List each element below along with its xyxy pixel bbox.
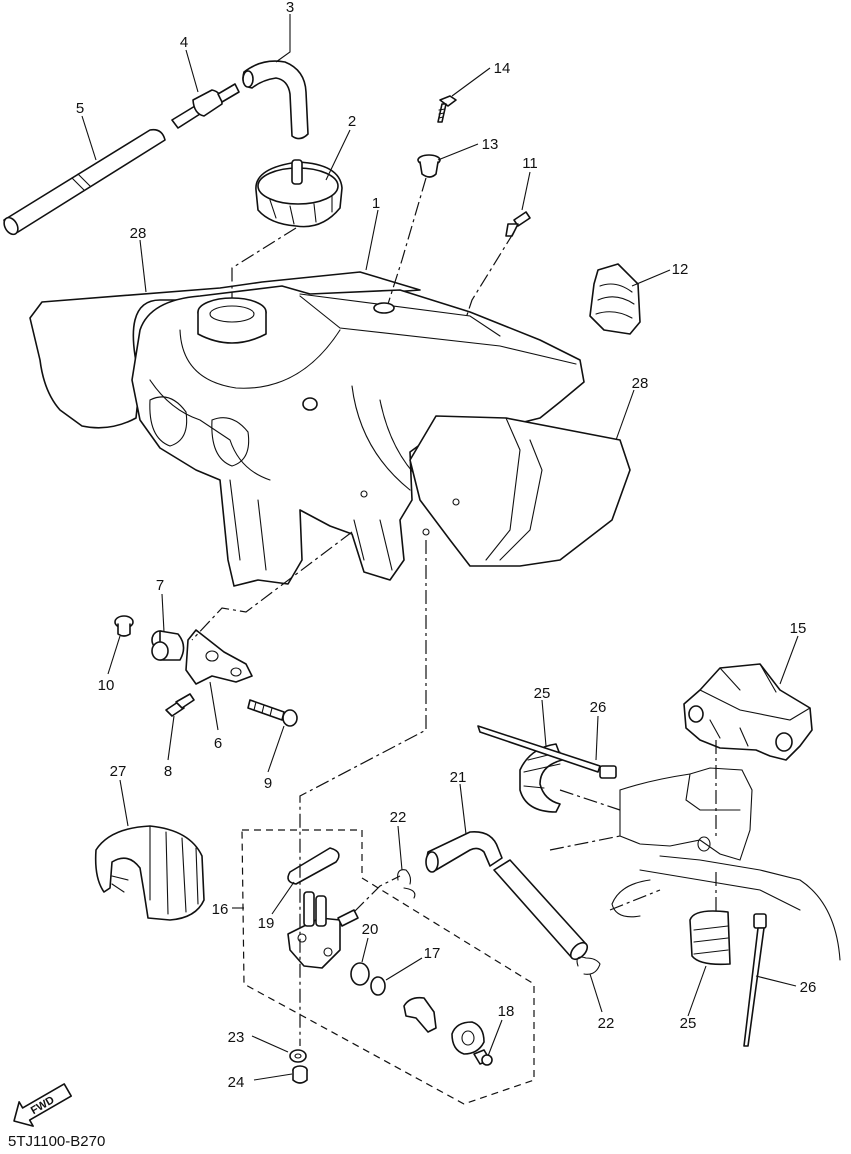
diagram-code: 5TJ1100-B270	[8, 1133, 105, 1150]
callout-16: 16	[212, 901, 229, 918]
callout-19: 19	[258, 915, 275, 932]
callout-26-bottom: 26	[800, 979, 817, 996]
callout-11: 11	[522, 155, 538, 172]
callout-5: 5	[76, 100, 84, 117]
callout-21: 21	[450, 769, 467, 786]
callout-22-upper: 22	[390, 809, 407, 826]
shroud-left-part-28[interactable]	[29, 271, 421, 429]
callout-13: 13	[482, 136, 499, 153]
fitting-part-4[interactable]	[171, 83, 240, 129]
cable-tie-part-26-bottom[interactable]	[743, 913, 767, 1047]
callout-9: 9	[264, 775, 272, 792]
shroud-right-part-28[interactable]	[409, 415, 631, 567]
fuel-cock-body[interactable]	[287, 891, 359, 969]
frame-reference	[549, 767, 841, 961]
fuel-cock-kit-part-16[interactable]	[241, 829, 535, 1105]
damper-part-12[interactable]	[589, 263, 641, 335]
callout-17: 17	[424, 945, 441, 962]
o-ring-part-20[interactable]	[350, 962, 370, 986]
callout-4: 4	[180, 34, 188, 51]
fuel-cap-part-2[interactable]	[255, 159, 343, 228]
callout-3: 3	[286, 0, 294, 16]
breather-hose-part-3[interactable]	[242, 60, 309, 140]
callout-27: 27	[110, 763, 127, 780]
callout-numbers: 1 2 3 4 5 6 7 8 9 10 11 12 13 14 15 16 1…	[76, 0, 817, 1091]
callout-25-top: 25	[534, 685, 551, 702]
screw-part-14[interactable]	[437, 95, 457, 123]
o-ring-part-17[interactable]	[370, 976, 386, 996]
callout-1: 1	[372, 195, 380, 212]
callout-25-bottom: 25	[680, 1015, 697, 1032]
leader-lines	[81, 14, 799, 1081]
screw-part-18[interactable]	[473, 1049, 493, 1066]
bolt-part-24[interactable]	[292, 1065, 308, 1084]
callout-18: 18	[498, 1003, 515, 1020]
callout-7: 7	[156, 577, 164, 594]
clip-part-22-upper[interactable]	[397, 869, 416, 899]
callout-26-top: 26	[590, 699, 607, 716]
callout-6: 6	[214, 735, 222, 752]
assembly-lines	[191, 177, 717, 1046]
callout-20: 20	[362, 921, 379, 938]
callout-24: 24	[228, 1074, 245, 1091]
callout-10: 10	[98, 677, 115, 694]
protector-part-27[interactable]	[94, 825, 205, 921]
gasket-part-19[interactable]	[287, 847, 340, 885]
plate-part[interactable]	[451, 1021, 485, 1055]
bolt-part-9[interactable]	[247, 699, 298, 727]
callout-22-lower: 22	[598, 1015, 615, 1032]
lever-part[interactable]	[403, 996, 437, 1033]
damper-part-7[interactable]	[151, 630, 185, 661]
callout-8: 8	[164, 763, 172, 780]
fuel-tank-part-1[interactable]	[131, 285, 585, 587]
callout-28-right: 28	[632, 375, 649, 392]
grommet-part-13[interactable]	[417, 154, 441, 178]
cable-tie-part-26-top[interactable]	[477, 725, 621, 811]
callout-28-left: 28	[130, 225, 147, 242]
fwd-arrow-icon: FWD	[13, 1083, 73, 1127]
washer-part-23[interactable]	[289, 1049, 307, 1063]
hose-part-5[interactable]	[1, 128, 166, 237]
protector-part-25-bottom[interactable]	[689, 910, 731, 966]
callout-15: 15	[790, 620, 807, 637]
fuel-hose-part-21[interactable]	[425, 831, 590, 963]
holder-part-15[interactable]	[683, 663, 813, 761]
callout-12: 12	[672, 261, 689, 278]
bracket-part-6[interactable]	[185, 629, 253, 685]
callout-14: 14	[494, 60, 511, 77]
clip-part-22-lower[interactable]	[576, 956, 601, 975]
callout-2: 2	[348, 113, 356, 130]
callout-23: 23	[228, 1029, 245, 1046]
bolt-part-11[interactable]	[505, 211, 531, 237]
fwd-label: FWD	[29, 1094, 57, 1117]
bolt-part-10[interactable]	[114, 615, 134, 637]
screw-part-8[interactable]	[165, 693, 195, 717]
